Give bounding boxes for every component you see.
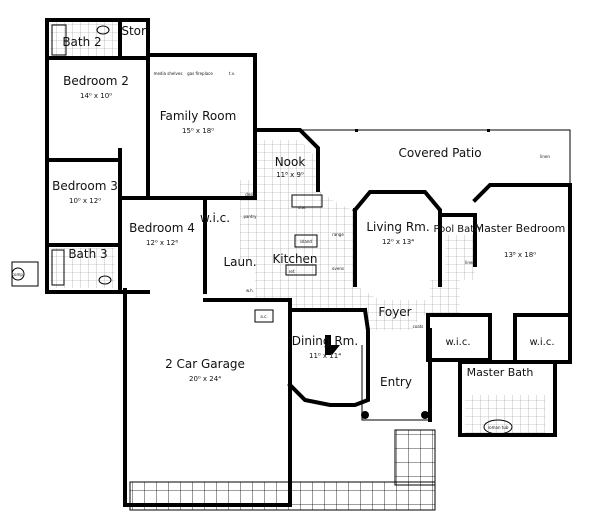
ovens-block xyxy=(325,345,340,355)
nook-size: 11⁸ x 9⁰ xyxy=(276,171,304,179)
tv-label: t.v. xyxy=(229,71,235,76)
covered-patio-outline xyxy=(255,129,571,185)
column xyxy=(421,411,429,419)
fixture-labels: media shelves gas fireplace t.v. desk pa… xyxy=(12,71,551,430)
master-bedroom-label: Master Bedroom xyxy=(475,222,566,235)
ovens-label: ovens xyxy=(332,266,344,271)
linen-label: linen xyxy=(540,154,550,159)
bedroom3-label: Bedroom 3 xyxy=(52,179,118,193)
dw-label: d.w. xyxy=(298,205,306,210)
kitchen-label: Kitchen xyxy=(272,252,317,266)
coats-label: coats xyxy=(413,324,424,329)
stor-label: Stor. xyxy=(121,24,148,38)
bath3-label: Bath 3 xyxy=(68,247,107,261)
wic-small-label: w.i.c. xyxy=(200,211,230,225)
bath2-label: Bath 2 xyxy=(62,35,101,49)
linen-small-label: linen xyxy=(465,260,475,265)
bedroom4-label: Bedroom 4 xyxy=(129,221,195,235)
dining-size: 11⁰ x 11⁴ xyxy=(309,352,341,360)
master-bath-label: Master Bath xyxy=(467,366,534,379)
comp-label: comp. xyxy=(12,272,24,277)
fixtures xyxy=(11,24,513,435)
roman-tub-label: roman tub xyxy=(488,425,509,430)
range-label: range xyxy=(332,232,344,237)
garage-size: 20⁰ x 24⁴ xyxy=(189,375,221,383)
walls xyxy=(45,18,572,507)
wh-label: w.h. xyxy=(246,288,254,293)
garage-label: 2 Car Garage xyxy=(165,357,245,371)
laun-label: Laun. xyxy=(223,255,256,269)
patio-label: Covered Patio xyxy=(398,146,481,160)
bedroom2-label: Bedroom 2 xyxy=(63,74,129,88)
desk-label: desk xyxy=(245,192,255,197)
master-bedroom-size: 13⁸ x 18⁰ xyxy=(504,251,536,259)
entry-porch xyxy=(325,335,430,421)
ref-label: ref. xyxy=(289,269,295,274)
bedroom3-size: 10⁰ x 12⁰ xyxy=(69,197,101,205)
bedroom2-size: 14⁰ x 10⁰ xyxy=(80,92,112,100)
ac-label: a.c. xyxy=(260,314,267,319)
room-labels: Bath 2 Stor. Bedroom 2 14⁰ x 10⁰ Family … xyxy=(52,24,565,389)
family-label: Family Room xyxy=(160,109,237,123)
family-size: 15⁰ x 18⁰ xyxy=(182,127,214,135)
wic-left-label: w.i.c. xyxy=(445,337,470,348)
entry-label: Entry xyxy=(380,375,412,389)
tile-floor xyxy=(50,22,545,435)
living-label: Living Rm. xyxy=(366,220,429,234)
column xyxy=(361,411,369,419)
gas-fireplace-label: gas fireplace xyxy=(187,71,213,76)
dining-label: Dining Rm. xyxy=(292,334,358,348)
living-size: 12⁰ x 13⁴ xyxy=(382,238,414,246)
wic-right-label: w.i.c. xyxy=(529,337,554,348)
nook-label: Nook xyxy=(275,155,306,169)
media-shelves-label: media shelves xyxy=(154,71,183,76)
pantry-label: pantry xyxy=(243,214,257,219)
bedroom4-size: 12⁰ x 12⁶ xyxy=(146,239,178,247)
roman-tub xyxy=(483,419,513,435)
pool-bath-label: Pool Bath xyxy=(433,224,480,235)
island-label: island xyxy=(300,239,312,244)
foyer-label: Foyer xyxy=(378,305,411,319)
walkway xyxy=(129,429,436,511)
